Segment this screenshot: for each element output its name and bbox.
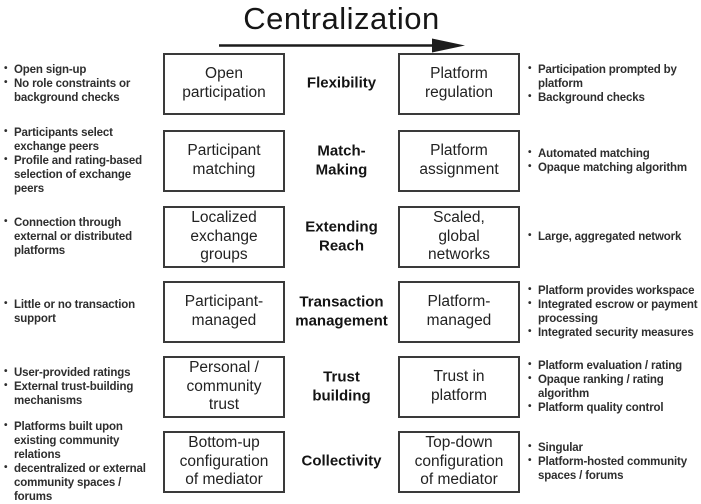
decentralized-box: Localized exchange groups [163, 206, 285, 268]
decentralized-box: Bottom-up configuration of mediator [163, 431, 285, 493]
bullet-item: Participants select exchange peers [3, 126, 157, 154]
decentralized-bullets: User-provided ratingsExternal trust-buil… [3, 366, 157, 408]
dimension-label: Extending Reach [305, 218, 378, 254]
centralized-bullets: Large, aggregated network [527, 230, 699, 244]
decentralized-bullets: Platforms built upon existing community … [3, 420, 157, 504]
centralized-box: Platform- managed [398, 281, 520, 343]
bullet-item: External trust-building mechanisms [3, 380, 157, 408]
bullet-item: Platforms built upon existing community … [3, 420, 157, 462]
decentralized-box: Participant matching [163, 130, 285, 192]
dimension-row: User-provided ratingsExternal trust-buil… [0, 356, 701, 418]
centralized-box: Top-down configuration of mediator [398, 431, 520, 493]
dimension-row: Participants select exchange peersProfil… [0, 126, 701, 195]
decentralized-bullets: Participants select exchange peersProfil… [3, 126, 157, 196]
diagram-title: Centralization [243, 1, 440, 36]
bullet-item: Opaque matching algorithm [527, 161, 699, 175]
bullet-item: User-provided ratings [3, 366, 157, 380]
centralized-bullets: Platform evaluation / ratingOpaque ranki… [527, 359, 699, 415]
bullet-item: Opaque ranking / rating algorithm [527, 373, 699, 401]
bullet-item: Singular [527, 441, 699, 455]
centralized-box: Scaled, global networks [398, 206, 520, 268]
bullet-item: Background checks [527, 91, 699, 105]
bullet-item: Connection through external or distribut… [3, 216, 157, 258]
centralized-bullets: Automated matchingOpaque matching algori… [527, 147, 699, 175]
centralized-bullets: SingularPlatform-hosted community spaces… [527, 441, 699, 483]
decentralized-bullets: Open sign-upNo role constraints or backg… [3, 63, 157, 105]
dimension-row: Open sign-upNo role constraints or backg… [0, 53, 701, 115]
bullet-item: Platform-hosted community spaces / forum… [527, 455, 699, 483]
bullet-item: Open sign-up [3, 63, 157, 77]
dimension-label: Flexibility [306, 74, 377, 92]
centralized-box: Platform regulation [398, 53, 520, 115]
bullet-item: Large, aggregated network [527, 230, 699, 244]
dimension-row: Platforms built upon existing community … [0, 420, 701, 503]
decentralized-box: Open participation [163, 53, 285, 115]
bullet-item: Little or no transaction support [3, 298, 157, 326]
bullet-item: Integrated escrow or payment processing [527, 298, 699, 326]
bullet-item: No role constraints or background checks [3, 77, 157, 105]
diagram-header: Centralization [163, 0, 520, 54]
dimension-row: Connection through external or distribut… [0, 206, 701, 268]
bullet-item: Automated matching [527, 147, 699, 161]
decentralized-box: Personal / community trust [163, 356, 285, 418]
centralized-bullets: Platform provides workspaceIntegrated es… [527, 284, 699, 340]
dimension-label: Trust building [312, 368, 371, 404]
bullet-item: decentralized or external community spac… [3, 462, 157, 504]
bullet-item: Platform quality control [527, 401, 699, 415]
bullet-item: Integrated security measures [527, 326, 699, 340]
centralized-bullets: Participation prompted by platformBackgr… [527, 63, 699, 105]
bullet-item: Participation prompted by platform [527, 63, 699, 91]
decentralized-bullets: Connection through external or distribut… [3, 216, 157, 258]
dimension-label: Match- Making [315, 142, 368, 178]
centralized-box: Platform assignment [398, 130, 520, 192]
bullet-item: Platform evaluation / rating [527, 359, 699, 373]
bullet-item: Platform provides workspace [527, 284, 699, 298]
bullet-item: Profile and rating-based selection of ex… [3, 154, 157, 196]
dimension-label: Collectivity [301, 452, 382, 470]
dimension-row: Little or no transaction support Partici… [0, 281, 701, 343]
decentralized-bullets: Little or no transaction support [3, 298, 157, 326]
dimension-label: Transaction management [295, 293, 388, 329]
centralization-arrow [218, 38, 465, 53]
decentralized-box: Participant- managed [163, 281, 285, 343]
centralized-box: Trust in platform [398, 356, 520, 418]
